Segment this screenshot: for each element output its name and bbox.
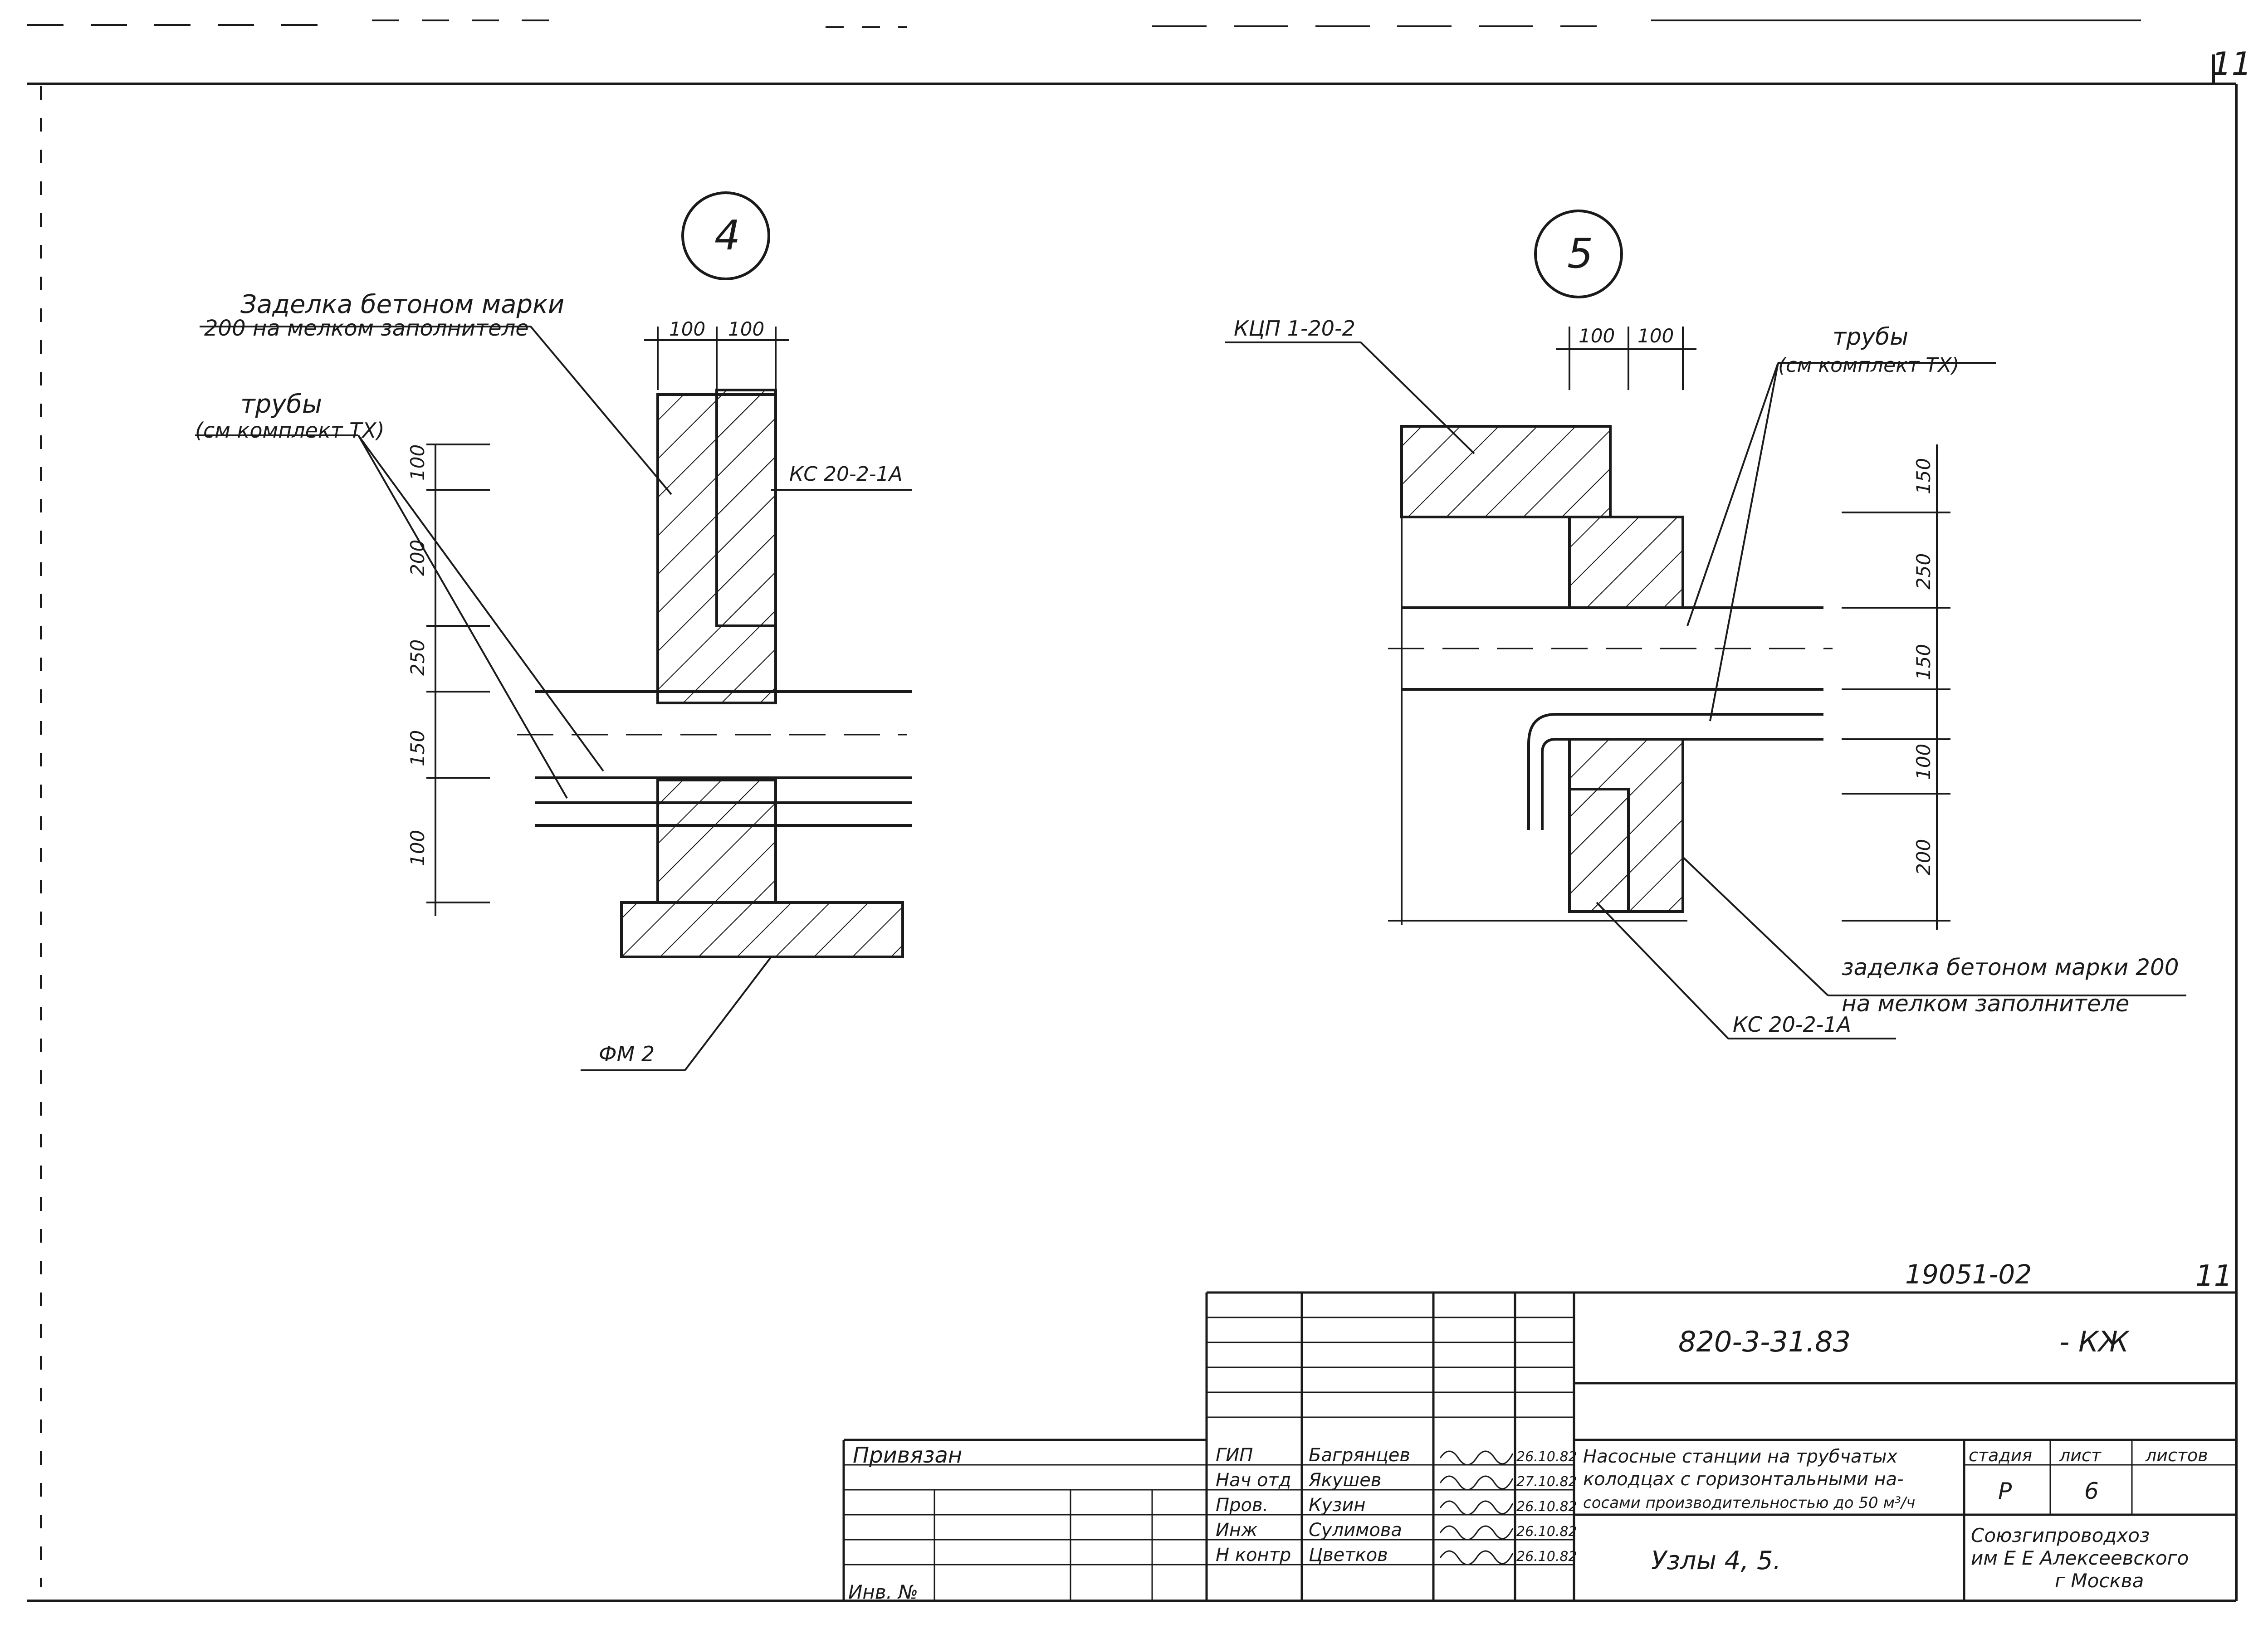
signatures bbox=[1439, 1450, 1514, 1566]
node-4-leaders bbox=[195, 326, 912, 1071]
node-5-note-pipes-2: (см комплект ТХ) bbox=[1778, 354, 1960, 377]
date-1: 26.10.82 bbox=[1516, 1449, 1577, 1465]
node-4-wall-lower bbox=[656, 779, 777, 904]
org-line-2: им Е Е Алексеевского bbox=[1971, 1547, 2189, 1569]
doc-code: 820-3-31.83 bbox=[1678, 1325, 1851, 1358]
name-4: Сулимова bbox=[1309, 1520, 1402, 1541]
node-4-dim-v-2: 200 bbox=[406, 540, 429, 576]
node-5-pipes bbox=[1388, 426, 1833, 925]
node-5-wall-upper bbox=[1568, 516, 1684, 609]
description-line-2: колодцах с горизонтальными на- bbox=[1583, 1469, 1904, 1490]
role-2: Нач отд bbox=[1216, 1470, 1291, 1491]
name-3: Кузин bbox=[1309, 1495, 1366, 1516]
node-4-dim-top-1: 100 bbox=[669, 318, 705, 340]
sheet-corner-number: 11 bbox=[2211, 45, 2252, 83]
col-header-sheets: листов bbox=[2145, 1445, 2208, 1465]
node-5-dim-v-4: 100 bbox=[1912, 744, 1935, 780]
node-4-circle bbox=[681, 191, 770, 280]
node-5-note-grout-2: на мелком заполнителе bbox=[1842, 990, 2129, 1017]
node-5-dim-v-3: 150 bbox=[1912, 644, 1935, 680]
node-5-note-grout-1: заделка бетоном марки 200 bbox=[1842, 954, 2179, 980]
node-4-dim-v-5: 100 bbox=[406, 830, 429, 866]
name-1: Багрянцев bbox=[1309, 1445, 1410, 1466]
col-header-sheet: лист bbox=[2059, 1445, 2102, 1465]
role-4: Инж bbox=[1216, 1520, 1257, 1541]
node-5-mark-ring: КС 20-2-1А bbox=[1733, 1012, 1851, 1037]
date-2: 27.10.82 bbox=[1516, 1474, 1577, 1490]
node-5-leaders bbox=[1225, 341, 2186, 1039]
col-header-stage: стадия bbox=[1969, 1445, 2032, 1465]
date-4: 26.10.82 bbox=[1516, 1524, 1577, 1540]
node-5-ring-lower bbox=[1568, 788, 1630, 913]
node-5-cover-slab bbox=[1400, 425, 1612, 518]
node-4: 4 100 100 100 bbox=[195, 191, 912, 1071]
node-4-ring-upper bbox=[715, 389, 777, 627]
node-4-circle-label: 4 bbox=[714, 212, 740, 259]
node-5-dim-v-1: 150 bbox=[1912, 458, 1935, 494]
node-5-circle bbox=[1534, 210, 1623, 298]
node-4-note-grout-2: 200 на мелком заполнителе bbox=[204, 316, 529, 341]
node-4-note-pipes-2: (см комплект ТХ) bbox=[195, 418, 385, 443]
node-5-mark-cover: КЦП 1-20-2 bbox=[1234, 316, 1355, 341]
node-5-dim-top-1: 100 bbox=[1579, 325, 1615, 347]
node-5-dim-v-2: 250 bbox=[1912, 553, 1935, 590]
org-line-3: г Москва bbox=[2055, 1570, 2144, 1592]
name-2: Якушев bbox=[1308, 1470, 1381, 1491]
sheet-top-number: 11 bbox=[2195, 1259, 2232, 1293]
node-4-pipes bbox=[517, 690, 912, 827]
title-block bbox=[842, 1291, 2236, 1601]
description-line-3: сосами производительностью до 50 м³/ч bbox=[1583, 1494, 1915, 1512]
sheet-title: Узлы 4, 5. bbox=[1651, 1546, 1781, 1575]
role-3: Пров. bbox=[1216, 1495, 1268, 1516]
name-5: Цветков bbox=[1309, 1545, 1388, 1566]
date-5: 26.10.82 bbox=[1516, 1549, 1577, 1565]
node-5-dim-top-2: 100 bbox=[1637, 325, 1674, 347]
node-4-mark-plate: ФМ 2 bbox=[599, 1042, 655, 1066]
node-4-note-pipes-1: трубы bbox=[240, 390, 322, 419]
sheet-value: 6 bbox=[2084, 1478, 2099, 1504]
privyazan-label: Привязан bbox=[853, 1443, 962, 1468]
node-4-dimension-chain bbox=[426, 327, 789, 916]
node-4-note-grout-1: Заделка бетоном марки bbox=[240, 290, 564, 319]
node-5-circle-label: 5 bbox=[1567, 230, 1593, 278]
inv-no-label: Инв. № bbox=[848, 1581, 918, 1603]
node-5-note-pipes-1: трубы bbox=[1833, 323, 1908, 351]
archive-number: 19051-02 bbox=[1905, 1259, 2032, 1290]
org-line-1: Союзгипроводхоз bbox=[1971, 1524, 2150, 1546]
node-4-dim-top-2: 100 bbox=[728, 318, 764, 340]
node-5: 5 100 100 bbox=[1225, 210, 2186, 1039]
stage-value: Р bbox=[1998, 1478, 2012, 1504]
sheet-frame bbox=[27, 20, 2238, 1602]
role-1: ГИП bbox=[1216, 1445, 1253, 1466]
node-4-dim-v-4: 150 bbox=[406, 730, 429, 766]
doc-suffix: - КЖ bbox=[2059, 1325, 2130, 1358]
node-4-dim-v-3: 250 bbox=[406, 639, 429, 676]
description-line-1: Насосные станции на трубчатых bbox=[1583, 1446, 1897, 1467]
node-4-base-plate bbox=[620, 901, 904, 958]
node-4-mark-ring: КС 20-2-1А bbox=[789, 463, 903, 486]
date-3: 26.10.82 bbox=[1516, 1499, 1577, 1515]
node-4-dim-v-1: 100 bbox=[406, 444, 429, 481]
node-5-dimension-chain bbox=[1556, 327, 1950, 930]
node-5-dim-v-5: 200 bbox=[1912, 839, 1935, 875]
role-5: Н контр bbox=[1216, 1545, 1291, 1566]
